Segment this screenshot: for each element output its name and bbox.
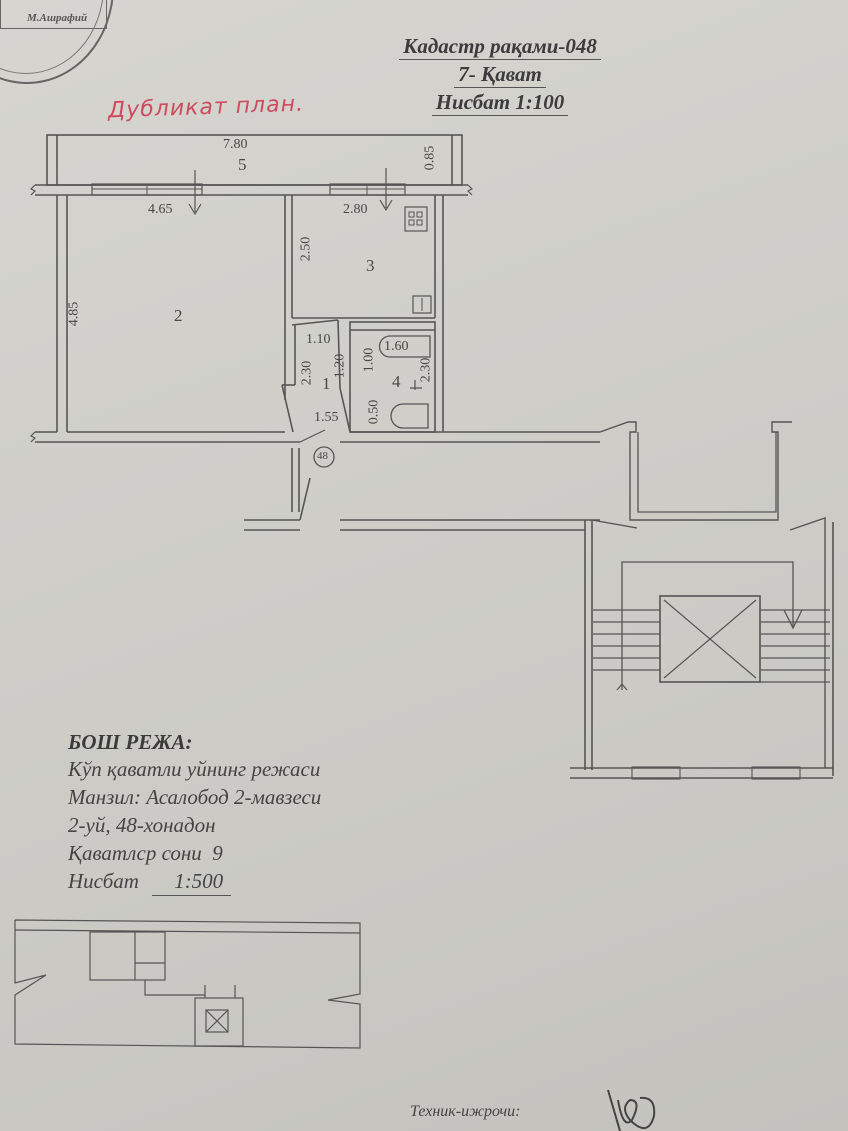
sink-icon xyxy=(412,295,432,314)
general-plan-scale: Нисбат 1:500 xyxy=(68,867,321,896)
room-label-4: 4 xyxy=(392,372,401,391)
dim-hall-width: 1.10 xyxy=(306,332,331,347)
room-label-2: 2 xyxy=(174,306,183,325)
floor-number: 7- Қават xyxy=(454,62,546,88)
technician-label: Техник-ижрочи: xyxy=(410,1103,521,1120)
dim-bath-width: 1.60 xyxy=(384,339,409,354)
apartment-marker-circle xyxy=(313,446,335,468)
dim-balcony-depth: 0.85 xyxy=(422,145,438,171)
dim-room2-depth: 4.85 xyxy=(66,301,82,327)
general-plan-scale-label: Нисбат xyxy=(68,869,139,893)
room-label-5: 5 xyxy=(238,155,247,174)
bathtub-icon xyxy=(378,335,431,358)
down-arrow xyxy=(783,609,803,630)
washbasin-icon xyxy=(410,380,422,390)
dim-hall-inner: 1.20 xyxy=(332,353,348,379)
header: Кадастр рақами-048 7- Қават Нисбат 1:100 xyxy=(360,34,640,116)
entry-door-swing xyxy=(299,429,326,443)
general-plan-line-1: Кўп қаватли уйнинг режаси xyxy=(68,757,321,781)
general-plan-info: БОШ РЕЖА: Кўп қаватли уйнинг режаси Манз… xyxy=(68,730,321,896)
stair-steps-right xyxy=(760,609,830,683)
dim-bath-side: 2.30 xyxy=(418,357,434,383)
light-well xyxy=(599,421,792,521)
apartment-marker: 48 xyxy=(317,450,328,462)
general-plan-line-2: Манзил: Асалобод 2-мавзеси xyxy=(68,785,322,809)
general-plan-title: БОШ РЕЖА: xyxy=(68,730,193,754)
dim-bath-door: 0.50 xyxy=(366,399,382,425)
toilet-icon xyxy=(390,403,429,429)
stove-icon xyxy=(404,206,428,232)
dim-hall-bottom: 1.55 xyxy=(314,410,339,425)
balcony-outline xyxy=(46,134,463,186)
dim-room3-depth: 2.50 xyxy=(298,236,314,262)
general-plan-line-3: 2-уй, 48-хонадон xyxy=(68,813,216,837)
dim-room3-width: 2.80 xyxy=(343,202,368,217)
site-plan-mini xyxy=(14,919,361,1049)
dim-bath-height: 1.00 xyxy=(361,347,377,373)
dim-room2-width: 4.65 xyxy=(148,202,173,217)
general-plan-scale-value: 1:500 xyxy=(152,867,232,896)
stair-steps-left xyxy=(593,609,660,671)
dim-hall-depth: 2.30 xyxy=(299,360,315,386)
dim-balcony-length: 7.80 xyxy=(223,137,248,152)
general-plan-line-4: Қаватлср сони 9 xyxy=(68,841,223,865)
elevator-shaft xyxy=(659,595,761,683)
room-label-1: 1 xyxy=(322,374,331,393)
stamp-box xyxy=(0,0,107,29)
stamp-label: М.Ашрафий xyxy=(27,12,88,24)
plan-scale: Нисбат 1:100 xyxy=(431,90,569,116)
cadastre-number: Кадастр рақами-048 xyxy=(399,34,601,60)
stair-path xyxy=(621,561,794,690)
room-label-3: 3 xyxy=(366,256,375,275)
